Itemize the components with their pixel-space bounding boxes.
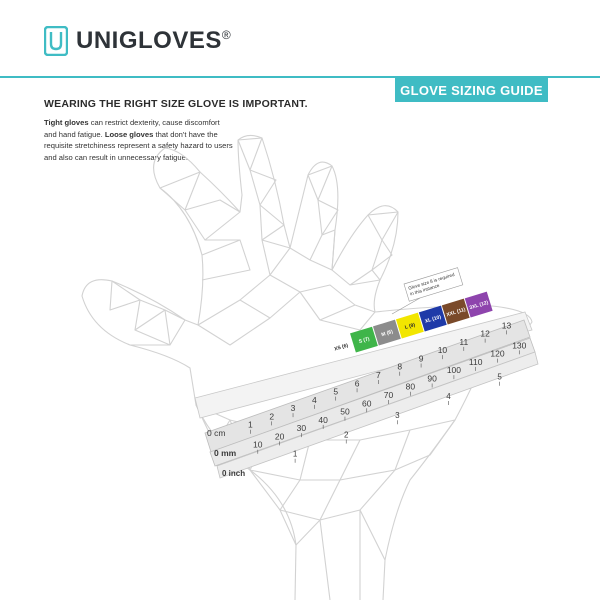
measuring-strip	[194, 311, 539, 479]
size-swatch: M (8)	[372, 319, 401, 346]
intro-paragraph: Tight gloves can restrict dexterity, cau…	[44, 118, 233, 162]
ruler-tick-label: 10	[438, 345, 448, 355]
ruler-tick-label: 70	[384, 390, 394, 400]
size-swatch: XXL (11)	[441, 298, 470, 325]
header-divider	[0, 76, 600, 78]
ruler-tick-label: 6	[355, 378, 360, 388]
size-swatch: XS (6)	[327, 333, 355, 360]
ruler-tick-label: 4	[446, 392, 451, 401]
ruler-tick-label: 5	[497, 373, 502, 382]
ruler-tick-label: 10	[253, 440, 263, 450]
size-callout: Glove size 8 is required in this instanc…	[403, 267, 464, 302]
size-swatch-label: L (9)	[404, 322, 416, 331]
ruler-tick-label: 30	[297, 423, 307, 433]
size-swatch: S (7)	[350, 326, 378, 353]
ruler-tick-label: 90	[427, 373, 437, 383]
ruler-tick-label: 4	[312, 395, 317, 405]
ruler-tick-label: 7	[376, 370, 381, 380]
header: UNIGLOVES®	[0, 0, 600, 76]
size-swatch-label: XS (6)	[334, 343, 350, 353]
ruler-tick-label: 60	[362, 398, 372, 408]
ruler-tick-label: 3	[395, 411, 400, 420]
ruler-unit-label: 0 mm	[214, 448, 237, 458]
callout-pointer	[391, 297, 421, 315]
size-swatch-label: M (8)	[381, 329, 394, 338]
size-swatch: L (9)	[395, 312, 424, 339]
size-swatch-label: XL (10)	[424, 314, 442, 325]
size-swatch-label: S (7)	[358, 336, 370, 345]
ruler-tick-label: 20	[275, 431, 285, 441]
ruler-tick-label: 9	[419, 353, 424, 363]
brand-name: UNIGLOVES®	[76, 27, 232, 54]
size-swatch-label: XXL (11)	[446, 307, 467, 319]
ruler-tick-label: 13	[502, 320, 512, 330]
ruler-tick-label: 130	[512, 340, 526, 350]
ruler-tick-label: 11	[459, 337, 468, 347]
ruler-tick-label: 50	[340, 407, 350, 417]
ruler-tick-label: 1	[293, 450, 298, 459]
ruler-tick-label: 80	[406, 382, 416, 392]
size-swatch: XL (10)	[418, 305, 447, 332]
sizing-guide-tab: GLOVE SIZING GUIDE	[395, 78, 548, 102]
ruler-tick-label: 40	[318, 415, 328, 425]
ruler-tick-label: 120	[490, 349, 504, 359]
ruler-tick-label: 8	[397, 362, 402, 372]
size-chart-strip: XS (6) S (7) M (8) L (9) XL (10) XXL (11)3XL …	[327, 291, 493, 360]
unigloves-logo-icon	[44, 26, 68, 56]
headline: WEARING THE RIGHT SIZE GLOVE IS IMPORTAN…	[44, 98, 308, 110]
ruler-tick-label: 1	[248, 420, 253, 430]
ruler-tick-label: 3	[291, 403, 296, 413]
ruler-unit-label: 0 cm	[207, 428, 225, 438]
ruler-tick-label: 12	[480, 329, 490, 339]
size-swatch-label: 3XL (12)	[469, 300, 490, 311]
ruler-tick-label: 5	[333, 387, 338, 397]
size-swatch: 3XL (12)	[464, 291, 493, 318]
ruler-tick-label: 110	[469, 357, 483, 367]
ruler-tick-label: 2	[269, 411, 274, 421]
wireframe-hand	[81, 134, 533, 600]
ruler-unit-label: 0 inch	[222, 469, 245, 478]
ruler-tick-label: 100	[447, 365, 461, 375]
logo: UNIGLOVES®	[44, 26, 231, 56]
ruler-tick-label: 2	[344, 430, 349, 439]
